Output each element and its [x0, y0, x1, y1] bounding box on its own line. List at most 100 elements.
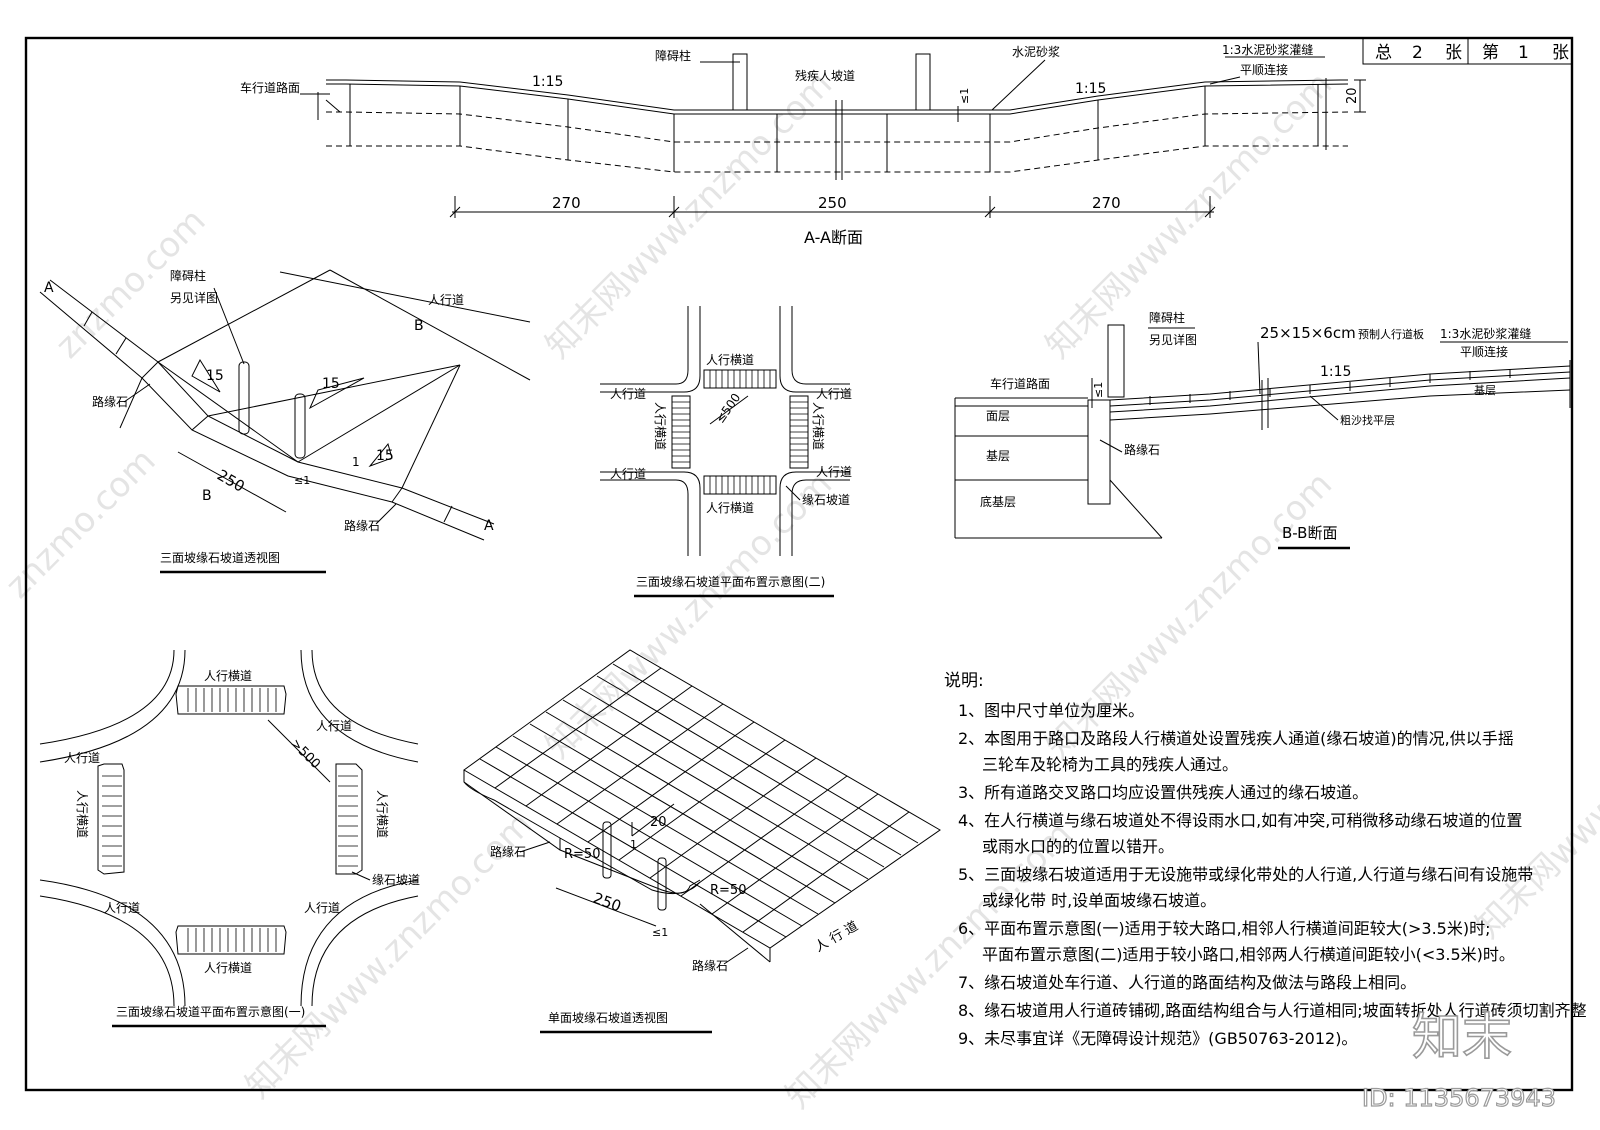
aa-title: A-A断面 — [804, 228, 863, 247]
plan-two-crosswalk-label-top: 人行横道 — [706, 353, 754, 367]
plan-one-crosswalk-label-top: 人行横道 — [204, 669, 252, 683]
aa-slope-left: 1:15 — [532, 74, 563, 90]
watermark-repeat-3: 知末网www.znzmo.com — [538, 464, 840, 766]
three-curb-bottom: 路缘石 — [344, 518, 380, 533]
total-label: 总 — [1375, 43, 1392, 63]
three-one: 1 — [352, 455, 360, 469]
plan-one-crosswalk-left — [102, 775, 122, 867]
plan-one-sidewalk-bl: 人行道 — [104, 901, 140, 915]
plan-two-sidewalk-bl: 人行道 — [610, 467, 646, 481]
plan-one-curb-ramp: 缘石坡道 — [372, 873, 420, 887]
watermark-repeat-7: 知末网www.znzmo.com — [1468, 644, 1600, 946]
aa-slope-right: 1:15 — [1075, 81, 1106, 97]
plan-two-crosswalk-label-bottom: 人行横道 — [706, 501, 754, 515]
bb-sand: 粗沙找平层 — [1340, 413, 1395, 427]
single-curb-bottom: 路缘石 — [692, 958, 728, 973]
plan-one-crosswalk-label-left: 人行横道 — [75, 790, 89, 838]
aa-label-cement-mortar: 水泥砂浆 — [1012, 44, 1060, 59]
note-4b: 或雨水口的的位置以错开。 — [982, 837, 1174, 856]
plan-two-crosswalk-left — [671, 395, 691, 469]
note-6: 6、平面布置示意图(一)适用于较大路口,相邻人行横道间距较大(>3.5米)时; — [958, 919, 1490, 938]
plan-two-crosswalk-label-left: 人行横道 — [653, 402, 667, 450]
total-count: 2 — [1412, 43, 1423, 63]
sheet-counter: 总 2 张 第 1 张 — [1362, 37, 1573, 65]
aa-label-barrier-post: 障碍柱 — [655, 48, 691, 63]
three-curb-joints — [83, 311, 453, 523]
section-aa: 障碍柱 残疾人坡道 车行道路面 1:15 1:15 水泥砂浆 1:3水泥砂浆灌缝… — [240, 42, 1366, 247]
plan-two: ≤500 人行横道 人行横道 人行横道 人行横道 人行道 人行道 人行道 人行道… — [600, 306, 852, 598]
three-post-2 — [294, 393, 306, 459]
single-width: 250 — [591, 889, 624, 916]
sheet-border — [24, 36, 1574, 1092]
note-4: 4、在人行横道与缘石坡道处不得设雨水口,如有冲突,可稍微移动缘石坡道的位置 — [958, 811, 1522, 830]
notes: 说明: 1、图中尺寸单位为厘米。 2、本图用于路口及路段人行横道处设置残疾人通道… — [944, 671, 1587, 1048]
plan-two-crosswalk-bottom — [703, 475, 777, 495]
sheet-unit: 张 — [1445, 43, 1462, 63]
single-grid — [463, 649, 941, 949]
section-bb: 障碍柱 另见详图 25×15×6cm 预制人行道板 1:3水泥砂浆灌缝 平顺连接… — [954, 310, 1571, 550]
watermark-id: ID: 1135673943 — [1362, 1084, 1556, 1112]
bb-title: B-B断面 — [1282, 524, 1337, 542]
single-curb-top: 路缘石 — [490, 844, 526, 859]
single-title: 单面坡缘石坡道透视图 — [548, 1010, 668, 1025]
aa-barrier-post-left — [732, 53, 748, 111]
three-slope-3: 15 — [376, 448, 394, 464]
single-one: 1 — [630, 838, 637, 851]
three-cut-a1: A — [44, 280, 54, 296]
bb-base: 基层 — [986, 449, 1010, 463]
aa-slab-joints — [349, 84, 1319, 172]
watermark-repeat-4: 知末网www.znzmo.com — [1038, 464, 1340, 766]
plan-two-crosswalk-label-right: 人行横道 — [811, 402, 825, 450]
single-post-1 — [602, 821, 612, 879]
note-9: 9、未尽事宜详《无障碍设计规范》(GB50763-2012)。 — [958, 1029, 1357, 1048]
bb-slope: 1:15 — [1320, 364, 1351, 380]
aa-label-smooth: 平顺连接 — [1240, 62, 1288, 77]
three-width: 250 — [214, 466, 248, 496]
plan-one-sidewalk-tr: 人行道 — [316, 719, 352, 733]
sheet-unit-2: 张 — [1552, 43, 1569, 63]
three-slope-1: 15 — [206, 368, 224, 384]
note-2b: 三轮车及轮椅为工具的残疾人通过。 — [982, 755, 1238, 774]
bb-curb — [1087, 399, 1111, 505]
single-r2: R=50 — [710, 883, 746, 898]
plan-one-title: 三面坡缘石坡道平面布置示意图(一) — [116, 1004, 305, 1019]
plan-two-crosswalk-right — [789, 395, 809, 469]
watermark-repeat-2: 知末网www.znzmo.com — [1038, 64, 1340, 366]
bb-subbase: 底基层 — [980, 494, 1016, 509]
plan-one-crosswalk-right — [338, 775, 358, 867]
aa-dim-1: 270 — [552, 194, 581, 212]
plan-two-crosswalk-top — [703, 369, 777, 389]
plan-one-sidewalk-tl: 人行道 — [64, 751, 100, 765]
note-5: 5、三面坡缘石坡道适用于无设施带或绿化带处的人行道,人行道与缘石间有设施带 — [958, 865, 1533, 884]
persp-three: 15 15 15 1 障碍柱 另见详图 人行道 路缘石 路缘石 A A B B … — [39, 268, 531, 574]
three-cut-b1: B — [414, 318, 424, 334]
plan-two-title: 三面坡缘石坡道平面布置示意图(二) — [636, 574, 825, 589]
notes-heading: 说明: — [944, 671, 984, 691]
bb-road-surface: 车行道路面 — [990, 376, 1050, 391]
sheet-no: 1 — [1518, 43, 1529, 63]
bb-post-ref: 另见详图 — [1149, 332, 1197, 347]
aa-label-joint: 1:3水泥砂浆灌缝 — [1222, 42, 1313, 57]
aa-barrier-post-right — [915, 53, 931, 111]
plan-one-crosswalk-top — [187, 688, 277, 712]
plan-two-dim: ≤500 — [713, 391, 743, 426]
note-3: 3、所有道路交叉路口均应设置供残疾人通过的缘石坡道。 — [958, 783, 1368, 802]
note-1: 1、图中尺寸单位为厘米。 — [958, 701, 1144, 720]
aa-curb-drop: ≤1 — [958, 88, 971, 104]
aa-label-road-surface: 车行道路面 — [240, 80, 300, 95]
aa-dim-3: 270 — [1092, 194, 1121, 212]
three-drop: ≤1 — [294, 474, 310, 487]
plan-one-crosswalk-label-bottom: 人行横道 — [204, 961, 252, 975]
three-cut-a2: A — [484, 518, 494, 534]
three-title: 三面坡缘石坡道透视图 — [160, 550, 280, 565]
single-r1: R=50 — [564, 847, 600, 862]
note-2: 2、本图用于路口及路段人行横道处设置残疾人通道(缘石坡道)的情况,供以手摇 — [958, 729, 1514, 748]
persp-single: 20 1 R=50 R=50 路缘石 路缘石 人 行 道 250 ≤1 单面坡缘… — [463, 649, 941, 1034]
plan-one-dim: >500 — [287, 736, 323, 772]
bb-drop: ≤1 — [1092, 382, 1105, 398]
watermark-site-2: znzmo.com — [0, 441, 164, 606]
plan-two-sidewalk-tl: 人行道 — [610, 387, 646, 401]
plan-two-sidewalk-tr: 人行道 — [816, 387, 852, 401]
three-sidewalk: 人行道 — [428, 293, 464, 307]
single-post-2 — [657, 857, 667, 911]
